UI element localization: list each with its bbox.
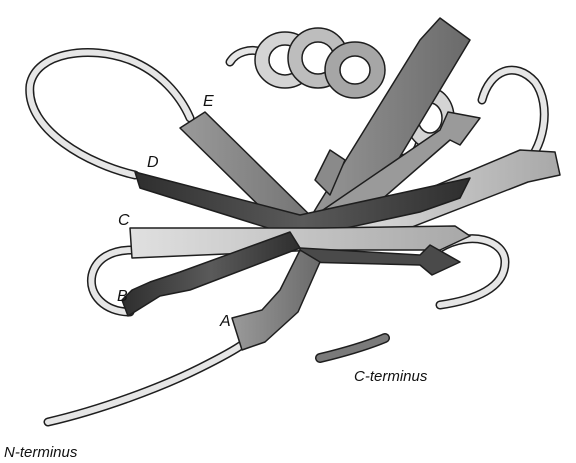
label-strand-d: D <box>147 154 159 171</box>
c-terminus-coil <box>320 338 385 358</box>
label-c-terminus: C-terminus <box>354 368 428 385</box>
label-strand-b: B <box>117 288 128 305</box>
loop-d-e <box>30 52 190 175</box>
label-strand-a: A <box>219 313 231 330</box>
label-strand-c: C <box>118 212 130 229</box>
label-strand-e: E <box>203 93 214 110</box>
n-terminus-coil <box>48 344 243 422</box>
label-n-terminus: N-terminus <box>4 444 78 461</box>
